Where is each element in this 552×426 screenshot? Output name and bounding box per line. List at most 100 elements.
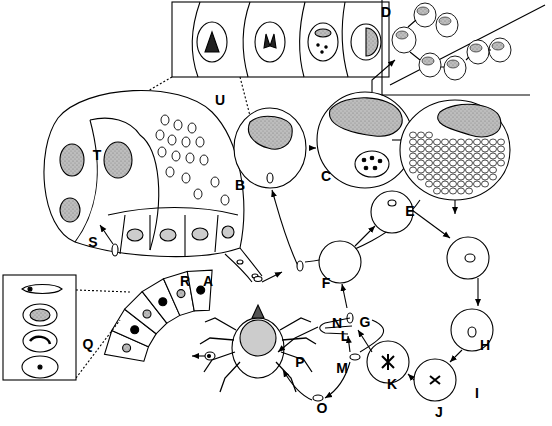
merozoite-cell (442, 139, 449, 145)
inset-box (317, 44, 319, 46)
merozoite-cell (474, 160, 481, 166)
merozoite-cell (418, 146, 425, 152)
merozoite-cell (466, 160, 473, 166)
callout-letter: U (215, 93, 225, 107)
merozoite-cell (410, 132, 417, 138)
inset-box (38, 365, 42, 369)
erythrocyte-cycle (355, 226, 375, 246)
merozoite-cell (418, 132, 425, 138)
merozoite-cell (450, 167, 457, 173)
sporozoite (297, 261, 303, 271)
inset-box (172, 2, 389, 77)
midgut-epithelium (187, 270, 212, 311)
callout-letter: L (341, 329, 350, 343)
inset-box (325, 46, 327, 48)
host-cell (267, 173, 273, 183)
division-sequence (408, 20, 491, 67)
salivary-acinus (172, 151, 180, 161)
merozoite-cell (458, 174, 465, 180)
inset-box (342, 2, 348, 77)
host-cell (234, 108, 316, 270)
inset-box (308, 23, 338, 61)
erythrocyte-cycle (450, 350, 462, 362)
schizont-cell (370, 156, 374, 160)
callout-letter: R (180, 274, 190, 288)
merozoite-cell (454, 200, 455, 214)
merozoite-cell (458, 146, 465, 152)
callout-letter: E (405, 204, 414, 218)
merozoite-cell (400, 100, 510, 214)
merozoite-cell (490, 167, 497, 173)
inset-box (30, 337, 50, 344)
inset-box (23, 304, 57, 326)
merozoite-cell (426, 160, 433, 166)
division-sequence (382, 0, 530, 95)
merozoite-cell (426, 167, 433, 173)
life-cycle-illustration (3, 0, 545, 401)
salivary-acinus (200, 155, 208, 165)
merozoite-cell (410, 160, 417, 166)
callout-letter: D (381, 5, 391, 19)
erythrocyte-cycle (451, 309, 493, 351)
host-cell (248, 116, 292, 149)
merozoite-cell (490, 160, 497, 166)
division-sequence (422, 57, 434, 65)
callout-letter: T (93, 148, 102, 162)
merozoite-cell (434, 160, 441, 166)
erythrocyte-cycle (414, 359, 456, 401)
inset-box (22, 356, 58, 378)
inset-box (23, 330, 57, 352)
gut-stages (205, 352, 215, 360)
merozoite-cell (426, 153, 433, 159)
midgut-epithelium (123, 344, 131, 352)
callout-letter: M (336, 361, 348, 375)
merozoite-cell (426, 174, 433, 180)
merozoite-cell (442, 188, 449, 194)
merozoite-cell (426, 146, 433, 152)
merozoite-cell (498, 160, 505, 166)
callout-letter: Q (83, 337, 94, 351)
division-sequence (492, 42, 504, 50)
merozoite-cell (442, 174, 449, 180)
arrow (100, 225, 113, 244)
inset-box (321, 51, 323, 53)
merozoite-cell (458, 153, 465, 159)
merozoite-cell (482, 146, 489, 152)
merozoite-cell (450, 160, 457, 166)
merozoite-cell (482, 160, 489, 166)
erythrocyte-cycle (319, 191, 493, 401)
division-sequence (396, 7, 504, 68)
tick (252, 305, 264, 318)
inset-box (22, 285, 62, 294)
merozoite-cell (418, 153, 425, 159)
merozoite-cell (474, 167, 481, 173)
schizont-cell (362, 156, 382, 170)
inset-box (351, 24, 381, 60)
merozoite-cell (466, 174, 473, 180)
merozoite-cell (490, 174, 497, 180)
merozoite-cell (450, 181, 457, 187)
salivary-acinus (182, 137, 190, 147)
merozoite-cell (474, 174, 481, 180)
gut-stages (192, 318, 384, 401)
merozoite-cell (474, 181, 481, 187)
salivary-acinus (188, 123, 196, 133)
inset-box (3, 275, 76, 380)
merozoite-cell (466, 167, 473, 173)
inset-box (300, 2, 305, 77)
erythrocyte-cycle (477, 278, 478, 306)
merozoite-cell (490, 153, 497, 159)
erythrocyte-cycle (388, 200, 396, 206)
division-sequence (489, 38, 511, 62)
gut-stages (283, 370, 312, 400)
salivary-acinus (222, 226, 234, 238)
division-sequence (419, 53, 441, 77)
merozoite-cell (434, 146, 441, 152)
merozoite-cell (426, 132, 433, 138)
midgut-epithelium (143, 310, 151, 318)
schizont-cell (362, 158, 366, 162)
schizont-cell (372, 60, 395, 92)
erythrocyte-cycle (465, 254, 475, 262)
midgut-epithelium (105, 270, 213, 361)
